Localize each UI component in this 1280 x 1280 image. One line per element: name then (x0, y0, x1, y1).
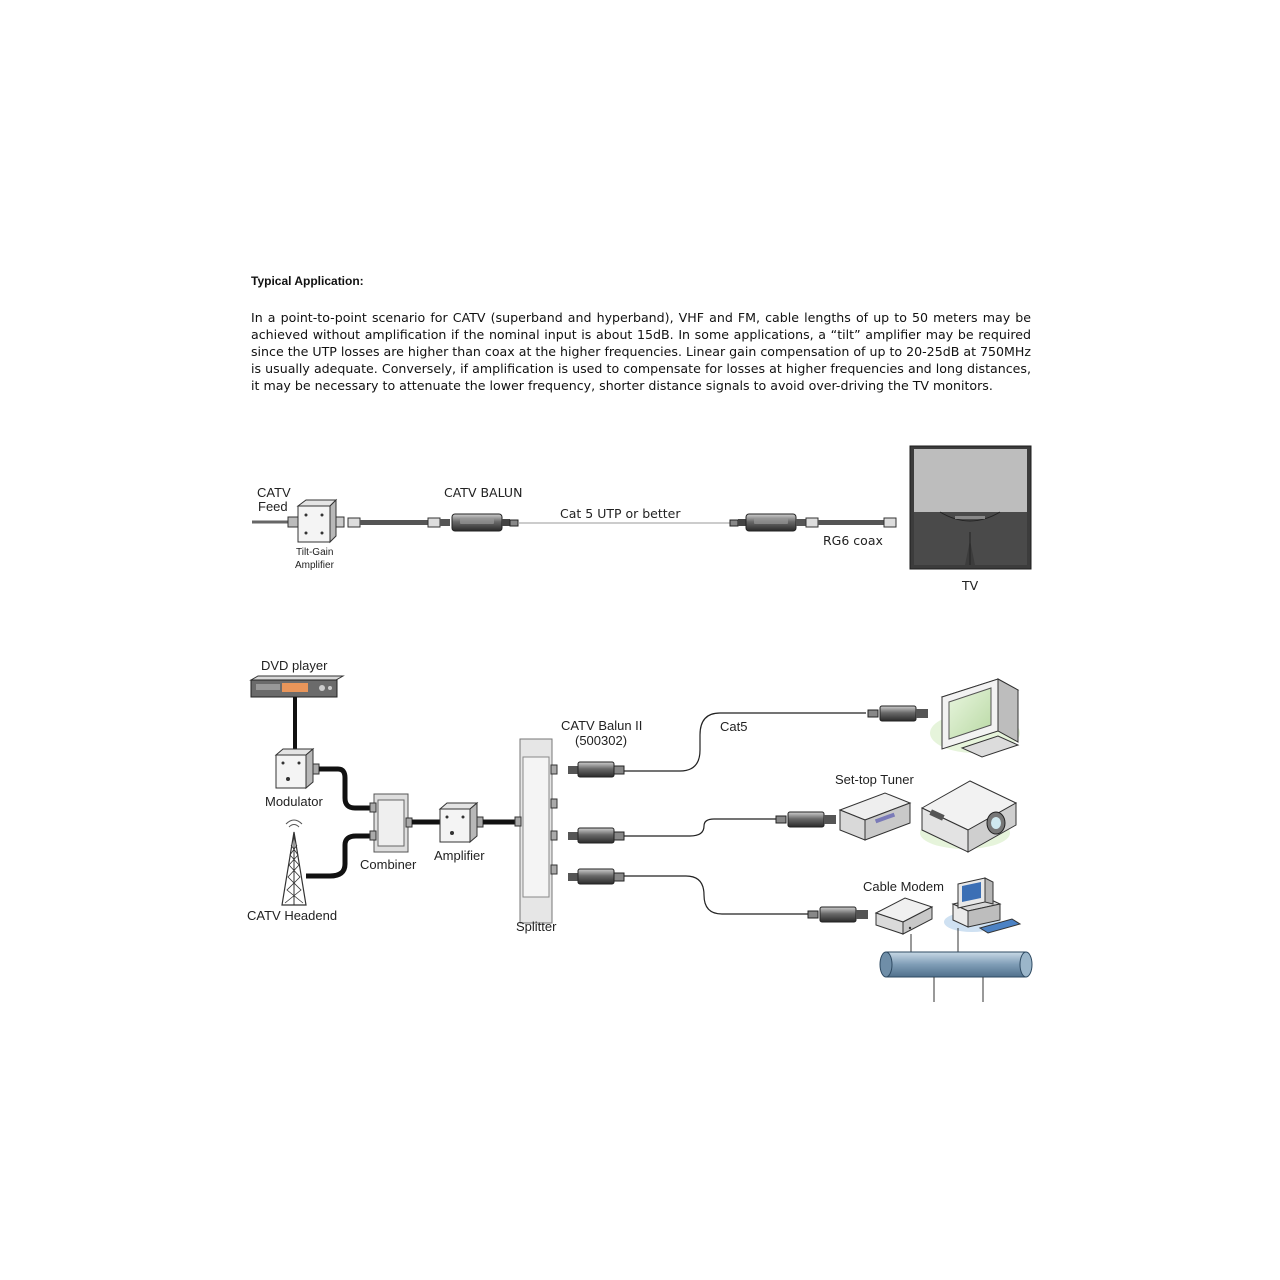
cat5-label: Cat5 (720, 719, 747, 734)
set-top-tuner-label: Set-top Tuner (835, 772, 914, 787)
tilt-gain-label: Amplifier (295, 560, 335, 571)
projector-icon (920, 780, 1018, 853)
catv-balun-icon (451, 513, 510, 532)
balun-label: (500302) (575, 733, 627, 748)
f-connector-icon (287, 516, 299, 528)
diagram-distribution: DVD player Modulator CA (247, 658, 1033, 1002)
cat5-cable (624, 875, 808, 915)
dvd-player-label: DVD player (261, 658, 328, 673)
splitter-icon (514, 738, 558, 924)
rg6-coax-label: RG6 coax (823, 533, 883, 548)
modulator-icon (274, 747, 320, 790)
cat5-cable (624, 712, 866, 772)
modulator-label: Modulator (265, 794, 323, 809)
description-paragraph: In a point-to-point scenario for CATV (s… (251, 310, 1031, 393)
catv-balun-icon (807, 906, 868, 923)
section-heading: Typical Application: (251, 274, 364, 288)
cable-modem-label: Cable Modem (863, 879, 944, 894)
balun-label: CATV Balun II (561, 718, 642, 733)
catv-feed-label: CATV (257, 485, 291, 500)
network-backbone-icon (879, 951, 1033, 978)
diagram-point-to-point: CATV Feed Tilt-Gain Amplifier CATV BALUN (252, 445, 1032, 593)
f-connector-icon (427, 517, 441, 528)
amplifier-icon (438, 801, 484, 844)
tilt-gain-amplifier-icon (296, 498, 345, 544)
catv-balun-icon (867, 705, 928, 722)
coax-cable (306, 833, 374, 879)
rj45-plug-icon (729, 519, 739, 527)
catv-balun-icon (568, 761, 625, 778)
catv-balun-icon (568, 868, 625, 885)
coax-cable (319, 766, 374, 811)
dvd-player-icon (249, 675, 345, 698)
splitter-label: Splitter (516, 919, 557, 934)
amplifier-label: Amplifier (434, 848, 485, 863)
cat5-cable (624, 818, 776, 837)
connector-nut-icon (440, 519, 450, 526)
combiner-label: Combiner (360, 857, 417, 872)
set-top-tuner-icon (838, 792, 912, 841)
combiner-icon (369, 793, 413, 853)
tv-label: TV (961, 578, 979, 593)
f-connector-icon (347, 517, 361, 528)
cat5-utp-label: Cat 5 UTP or better (560, 506, 681, 521)
cable-modem-icon (874, 897, 934, 935)
catv-balun-icon (738, 513, 806, 532)
crt-monitor-icon (930, 678, 1020, 758)
f-connector-icon (883, 517, 897, 528)
catv-headend-tower-icon (281, 819, 307, 906)
catv-feed-label: Feed (258, 499, 288, 514)
tilt-gain-label: Tilt-Gain (296, 547, 333, 558)
rj45-plug-icon (509, 519, 519, 527)
catv-balun-icon (775, 811, 836, 828)
catv-balun-label: CATV BALUN (444, 485, 522, 500)
catv-headend-label: CATV Headend (247, 908, 337, 923)
f-connector-icon (805, 517, 819, 528)
tv-icon (909, 445, 1032, 570)
desktop-computer-icon (944, 877, 1022, 934)
catv-balun-icon (568, 827, 625, 844)
